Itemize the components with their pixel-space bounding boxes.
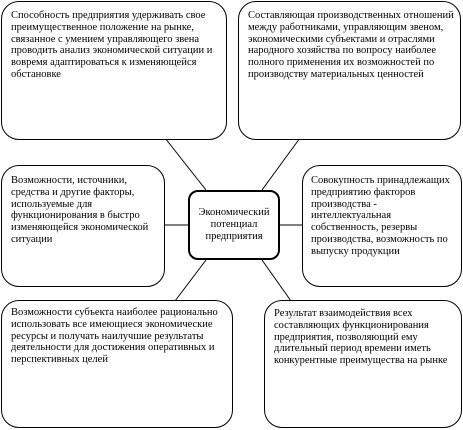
definition-box-top-right: Составляющая производственных отношений … xyxy=(238,1,461,140)
definition-box-mid-right: Совокупность принадлежащих предприятию ф… xyxy=(302,165,462,287)
connector-bottom-right xyxy=(261,259,292,302)
definition-text-bottom-left: Возможности субъекта наиболее рациональн… xyxy=(11,307,218,366)
connector-top-left xyxy=(164,137,207,191)
definition-text-mid-left: Возможности, источники, средства и други… xyxy=(11,175,149,245)
definition-text-mid-right: Совокупность принадлежащих предприятию ф… xyxy=(311,175,450,257)
definition-text-top-right: Составляющая производственных отношений … xyxy=(248,10,454,80)
central-concept-text: Экономический потенциал предприятия xyxy=(198,207,270,242)
definition-text-top-left: Способность предприятия удерживать свое … xyxy=(11,10,213,80)
definition-box-bottom-right: Результат взаимодействия всех составляющ… xyxy=(264,300,462,428)
definition-box-mid-left: Возможности, источники, средства и други… xyxy=(1,165,165,287)
definition-box-top-left: Способность предприятия удерживать свое … xyxy=(1,1,227,140)
connector-top-right xyxy=(261,137,301,191)
connector-bottom-left xyxy=(174,259,207,302)
central-concept-box: Экономический потенциал предприятия xyxy=(188,190,280,260)
definition-text-bottom-right: Результат взаимодействия всех составляющ… xyxy=(274,308,448,367)
definition-box-bottom-left: Возможности субъекта наиболее рациональн… xyxy=(1,300,233,428)
